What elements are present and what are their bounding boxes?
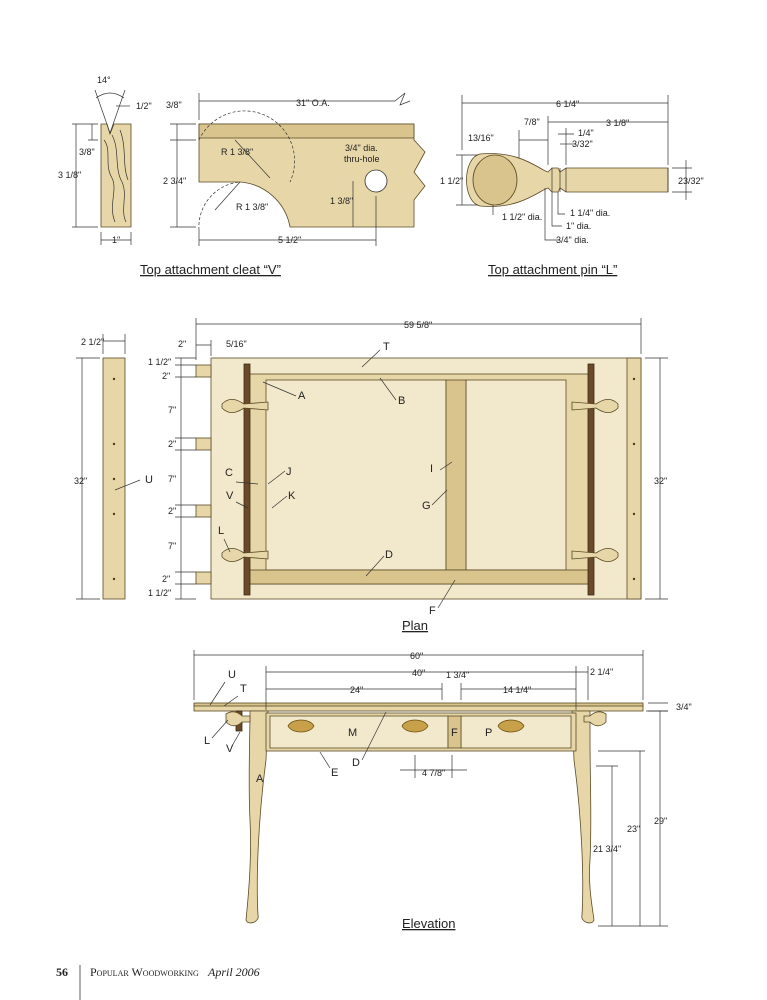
dim-5-1-2: 5 1/2"	[278, 235, 301, 245]
plan-cleat-v-left	[243, 363, 251, 596]
plan-stack-7: 2"	[162, 574, 170, 584]
elev-dim-14-1-4: 14 1/4"	[503, 685, 531, 695]
elev-dim-40: 40"	[412, 668, 425, 678]
plan-label-i: I	[430, 463, 433, 475]
pin-dim-1-4: 1/4"	[578, 128, 594, 138]
plan-dim-overall: 59 5/8"	[404, 320, 432, 330]
plan-label-t: T	[383, 341, 390, 353]
caption-plan: Plan	[402, 618, 428, 633]
elev-label-t: T	[240, 683, 247, 695]
elev-label-a: A	[256, 773, 264, 785]
pin-dia-1-1-4: 1 1/4" dia.	[570, 208, 610, 218]
angle-label: 14°	[97, 75, 111, 85]
pin-detail: 6 1/4" 3 1/8" 7/8" 13/16" 1/4" 3/32" 1 1…	[440, 95, 704, 277]
elev-dim-24: 24"	[350, 685, 363, 695]
plan-label-k: K	[288, 490, 296, 502]
hole-label-1: 3/4" dia.	[345, 143, 378, 153]
pin-body	[466, 153, 669, 207]
cleat-side-view	[198, 123, 426, 228]
dim-3-8b: 3/8"	[166, 100, 182, 110]
plan-view: 2 1/2" 32" U 59 5/8" 2" 5/16"	[74, 318, 668, 633]
pin-dia-1: 1" dia.	[566, 221, 591, 231]
elev-dim-23: 23"	[627, 824, 640, 834]
plan-label-l: L	[218, 525, 224, 537]
caption-elevation: Elevation	[402, 916, 455, 931]
dim-1-3-8: 1 3/8"	[330, 196, 353, 206]
elev-label-m: M	[348, 727, 357, 739]
elev-leg-right	[571, 710, 595, 924]
pin-dim-23-32: 23/32"	[678, 176, 704, 186]
plan-right-end-cleat	[626, 357, 642, 600]
plan-label-g: G	[422, 500, 431, 512]
radius-2: R 1 3/8"	[236, 202, 268, 212]
plan-cleat-v-right	[587, 363, 595, 596]
page-footer: 56 Popular Woodworking April 2006	[56, 965, 260, 1000]
plan-center-rail	[445, 379, 467, 571]
pin-dia-3-4: 3/4" dia.	[556, 235, 589, 245]
elev-dim-21-3-4: 21 3/4"	[593, 844, 621, 854]
plan-stack-3: 2"	[168, 439, 176, 449]
elev-dim-29: 29"	[654, 816, 667, 826]
elev-dim-60: 60"	[410, 651, 423, 661]
plan-dim-5-16: 5/16"	[226, 339, 247, 349]
pin-dim-6-1-4: 6 1/4"	[556, 99, 579, 109]
elev-dim-2-1-4: 2 1/4"	[590, 667, 613, 677]
dim-half: 1/2"	[136, 101, 152, 111]
magazine-name: Popular Woodworking	[90, 965, 199, 979]
elev-label-v: V	[226, 743, 234, 755]
plan-label-a: A	[298, 390, 306, 402]
caption-cleat: Top attachment cleat “V”	[140, 262, 281, 277]
elev-pulls	[287, 719, 525, 733]
issue-date: April 2006	[207, 965, 260, 979]
dim-2-3-4: 2 3/4"	[163, 176, 186, 186]
pin-dia-1-1-2: 1 1/2" dia.	[502, 212, 542, 222]
plan-dim-2-1-2: 2 1/2"	[81, 337, 104, 347]
elev-label-d: D	[352, 757, 360, 769]
elev-dim-1-3-4: 1 3/4"	[446, 670, 469, 680]
pin-dim-1-1-2: 1 1/2"	[440, 176, 463, 186]
plan-label-v: V	[226, 490, 234, 502]
radius-1: R 1 3/8"	[221, 147, 253, 157]
plan-label-d: D	[385, 549, 393, 561]
elevation-view: 60" 40" 24" 1 3/4" 14 1/4" 2 1/4" 3/4" 2…	[193, 650, 692, 931]
page-number: 56	[56, 965, 68, 979]
hole-label-2: thru-hole	[344, 154, 380, 164]
plan-label-u-left: U	[145, 474, 153, 486]
pin-dim-13-16: 13/16"	[468, 133, 494, 143]
thru-hole	[364, 169, 388, 193]
plan-stack-1: 2"	[162, 371, 170, 381]
plan-label-b: B	[398, 395, 405, 407]
elev-dim-3-4: 3/4"	[676, 702, 692, 712]
elev-label-f: F	[451, 727, 458, 739]
plan-label-f: F	[429, 605, 436, 617]
elev-label-u: U	[228, 669, 236, 681]
plan-stack-5: 2"	[168, 506, 176, 516]
plan-stack-8: 1 1/2"	[148, 588, 171, 598]
elev-leg-left	[245, 710, 269, 924]
elev-label-p: P	[485, 727, 492, 739]
plan-stack-4: 7"	[168, 474, 176, 484]
plan-stack-0: 1 1/2"	[148, 357, 171, 367]
elev-label-l: L	[204, 735, 210, 747]
plan-dim-2: 2"	[178, 339, 186, 349]
elev-dim-4-7-8: 4 7/8"	[422, 768, 445, 778]
plan-dim-32-right: 32"	[654, 476, 667, 486]
plan-dim-32-left: 32"	[74, 476, 87, 486]
pin-dim-3-32: 3/32"	[572, 139, 593, 149]
elev-label-e: E	[331, 767, 338, 779]
dim-3-1-8: 3 1/8"	[58, 170, 81, 180]
dim-31oa: 31" O.A.	[296, 98, 330, 108]
caption-pin: Top attachment pin “L”	[488, 262, 617, 277]
dim-1: 1"	[112, 235, 120, 245]
plan-stack-2: 7"	[168, 405, 176, 415]
plan-label-j: J	[286, 466, 292, 478]
dim-3-8a: 3/8"	[79, 147, 95, 157]
plan-label-c: C	[225, 467, 233, 479]
pin-dim-3-1-8: 3 1/8"	[606, 118, 629, 128]
plan-stack-6: 7"	[168, 541, 176, 551]
cleat-detail: 14° 1/2" 3 1/8" 3/8" 1" R 1 3/8" R 1 3/8…	[58, 75, 426, 277]
pin-dim-7-8: 7/8"	[524, 117, 540, 127]
